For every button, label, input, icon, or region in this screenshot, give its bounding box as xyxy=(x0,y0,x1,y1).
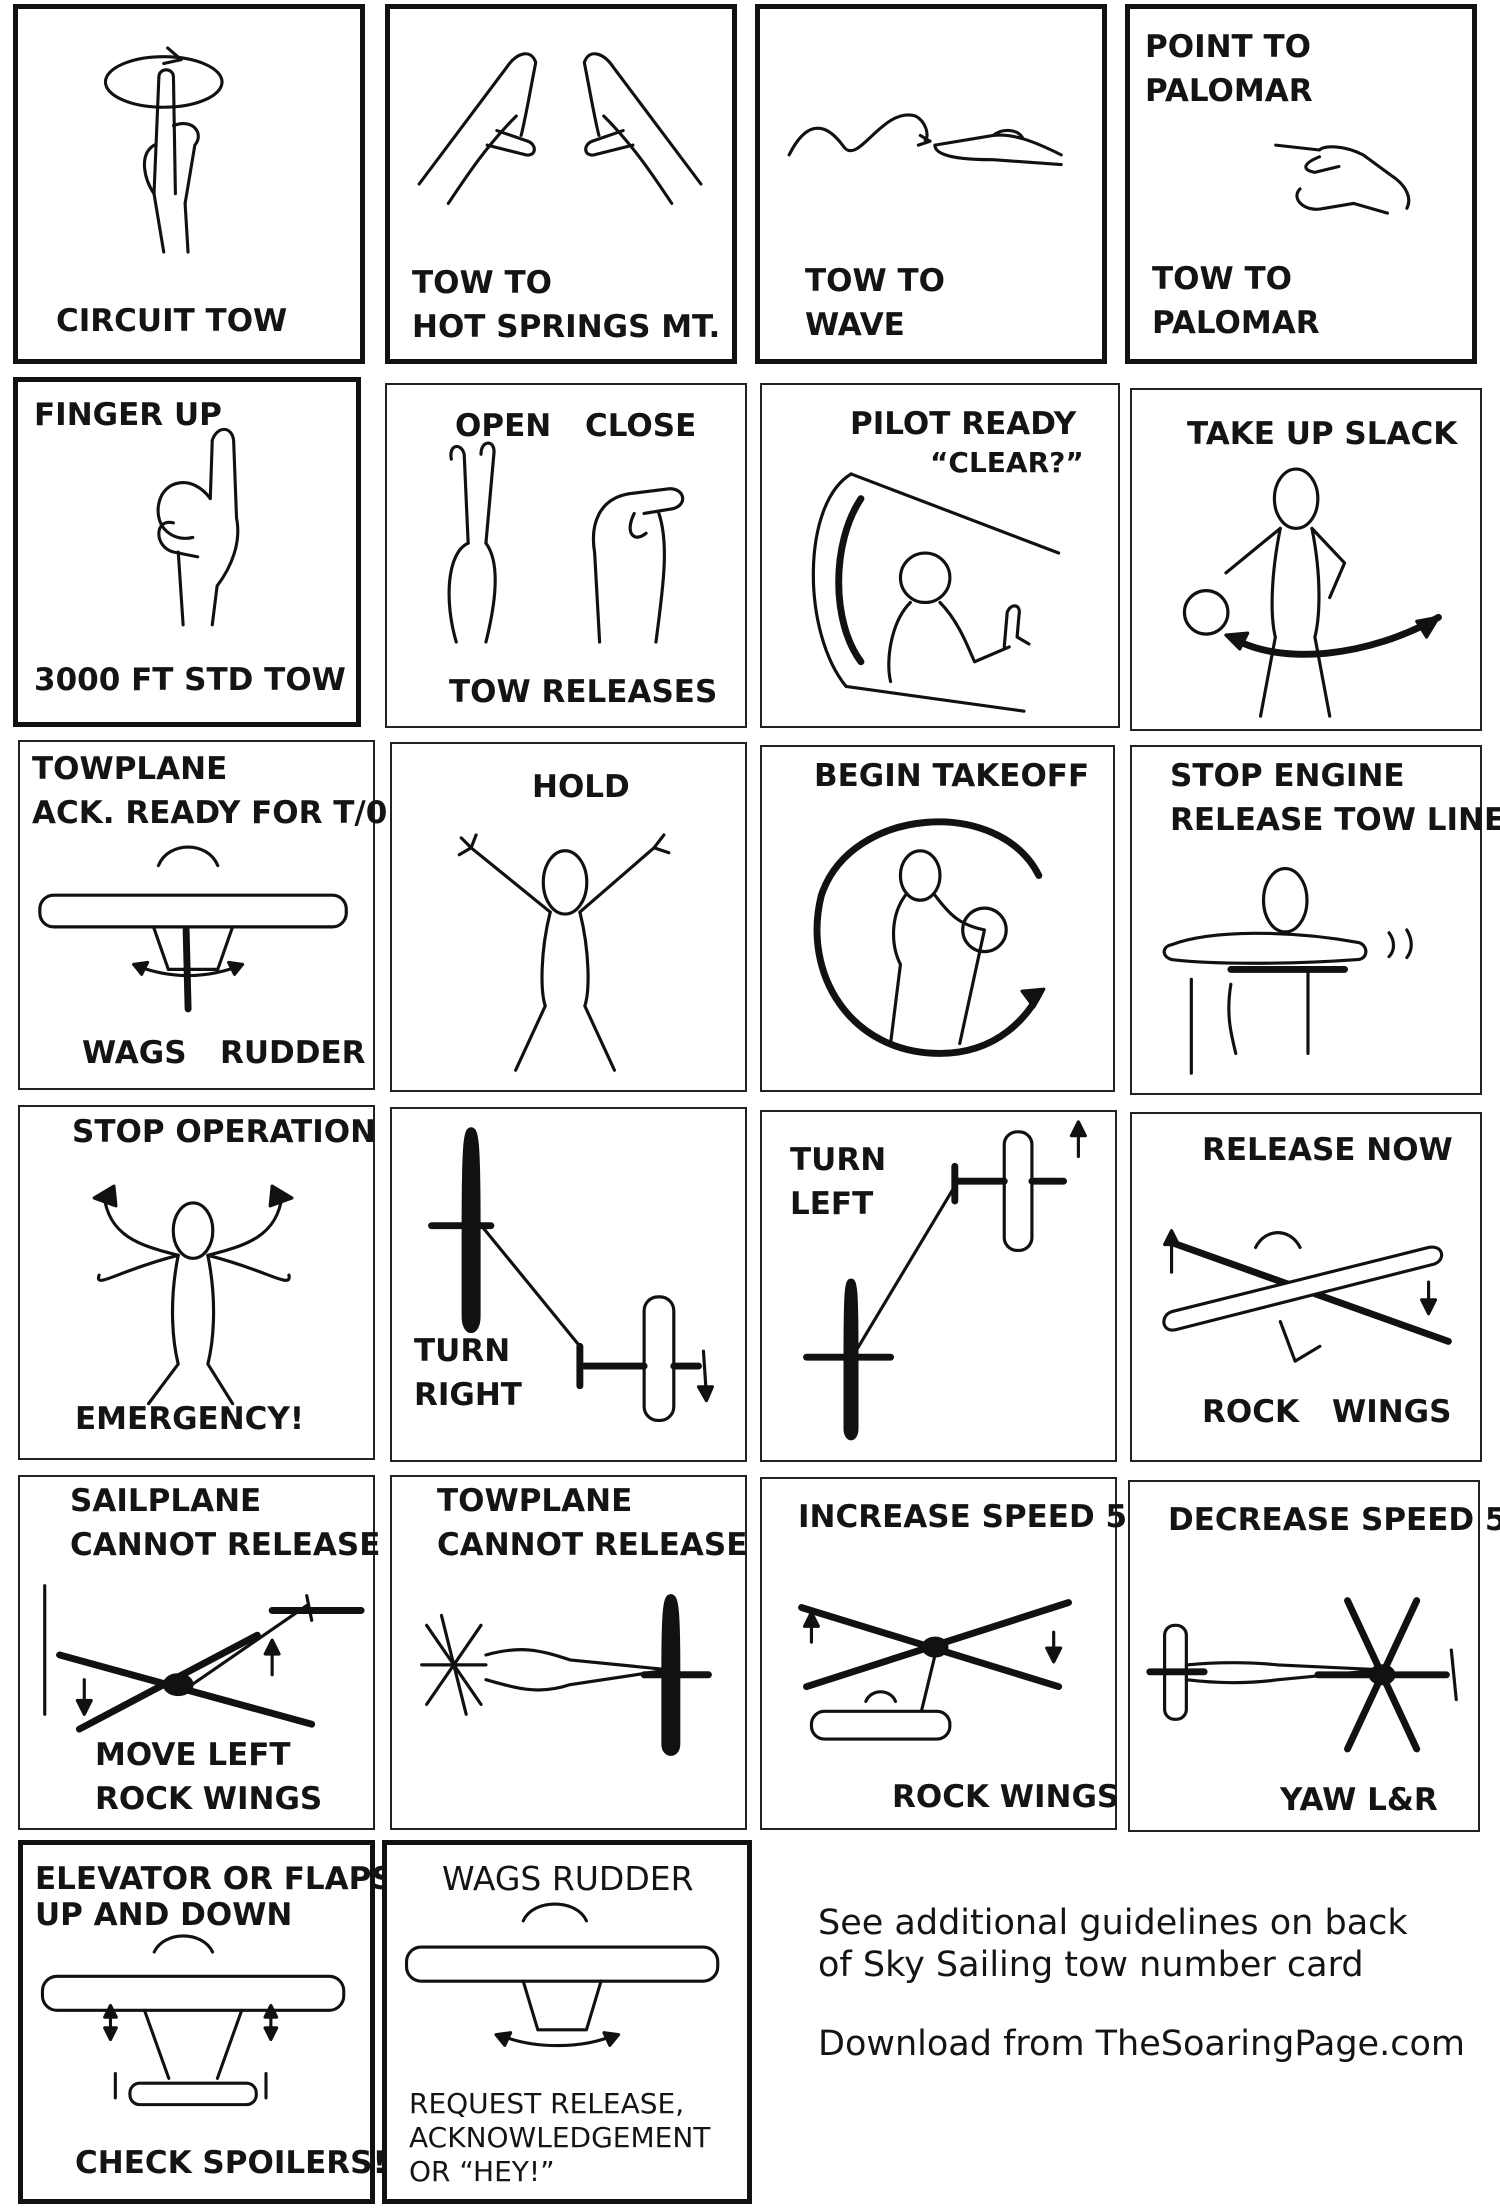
wave-hand-icon xyxy=(787,113,1063,167)
towplane-wags-rudder-icon xyxy=(38,845,348,1013)
cell-release-now: RELEASE NOW ROCK WINGS xyxy=(1130,1112,1482,1462)
hot-springs-label-2: HOT SPRINGS MT. xyxy=(412,309,721,345)
palomar-top-2: PALOMAR xyxy=(1145,73,1313,109)
elevator-flaps-title-1: ELEVATOR OR FLAPS xyxy=(35,1861,394,1897)
begin-takeoff-circle-icon xyxy=(813,818,1046,1057)
cell-tow-wave: TOW TO WAVE xyxy=(755,4,1107,364)
elevator-flaps-plane-icon xyxy=(40,1934,346,2107)
circuit-tow-finger-icon xyxy=(103,46,224,254)
turn-right-label-1: TURN xyxy=(414,1333,511,1369)
take-up-slack-title: TAKE UP SLACK xyxy=(1187,416,1458,452)
sailplane-cannot-title-2: CANNOT RELEASE xyxy=(70,1527,381,1563)
release-now-rock-wings-icon xyxy=(1162,1229,1452,1363)
decrease-speed-title: DECREASE SPEED 5 xyxy=(1168,1502,1500,1538)
cell-finger-up: FINGER UP 3000 FT STD TOW xyxy=(13,377,361,727)
sailplane-cannot-release-icon xyxy=(43,1584,365,1733)
open-close-hands-icon xyxy=(447,441,685,644)
finger-up-top: FINGER UP xyxy=(34,397,222,433)
towplane-cannot-title-2: CANNOT RELEASE xyxy=(437,1527,748,1563)
cell-turn-left: TURN LEFT xyxy=(760,1110,1117,1462)
sailplane-cannot-title-1: SAILPLANE xyxy=(70,1483,262,1519)
towplane-ack-bottom-2: RUDDER xyxy=(220,1035,366,1071)
cell-turn-right: TURN RIGHT xyxy=(390,1107,747,1462)
stop-engine-title-1: STOP ENGINE xyxy=(1170,758,1405,794)
take-up-slack-figure-icon xyxy=(1182,467,1442,718)
pilot-canopy-icon xyxy=(811,472,1061,713)
note-line-2: of Sky Sailing tow number card xyxy=(818,1945,1364,1985)
cell-circuit-tow: CIRCUIT TOW xyxy=(13,4,365,364)
cell-tow-releases: OPEN CLOSE TOW RELEASES xyxy=(385,383,747,728)
wave-label-1: TOW TO xyxy=(805,263,945,299)
palomar-top-1: POINT TO xyxy=(1145,29,1311,65)
towplane-ack-title-1: TOWPLANE xyxy=(32,751,228,787)
wags-rudder-title: WAGS RUDDER xyxy=(442,1859,694,1898)
decrease-speed-icon xyxy=(1146,1597,1458,1753)
increase-speed-title: INCREASE SPEED 5 xyxy=(798,1499,1128,1535)
cell-sailplane-cannot-release: SAILPLANE CANNOT RELEASE MOVE LEFT ROCK … xyxy=(18,1475,380,1830)
stop-operation-figure-icon xyxy=(92,1184,294,1406)
cell-take-up-slack: TAKE UP SLACK xyxy=(1130,388,1482,731)
towplane-ack-title-2: ACK. READY FOR T/0 xyxy=(32,795,388,831)
wave-label-2: WAVE xyxy=(805,307,905,343)
cell-begin-takeoff: BEGIN TAKEOFF xyxy=(760,745,1115,1092)
cell-stop-operation: STOP OPERATION EMERGENCY! xyxy=(18,1105,377,1460)
stop-operation-title: STOP OPERATION xyxy=(72,1114,377,1150)
tow-releases-label: TOW RELEASES xyxy=(449,674,718,710)
turn-right-planes-icon xyxy=(428,1127,714,1423)
hold-title: HOLD xyxy=(532,769,630,805)
cell-towplane-ack: TOWPLANE ACK. READY FOR T/0 WAGS RUDDER xyxy=(18,740,387,1090)
cell-towplane-cannot-release: TOWPLANE CANNOT RELEASE xyxy=(390,1475,747,1830)
pilot-ready-title: PILOT READY xyxy=(850,406,1077,442)
stop-operation-label: EMERGENCY! xyxy=(75,1401,304,1437)
palomar-label-2: PALOMAR xyxy=(1152,305,1320,341)
release-now-bottom-1: ROCK xyxy=(1202,1394,1299,1430)
sailplane-cannot-bottom-1: MOVE LEFT xyxy=(95,1737,291,1773)
turn-left-planes-icon xyxy=(803,1120,1087,1441)
cell-pilot-ready: PILOT READY “CLEAR?” xyxy=(760,383,1120,728)
wags-rudder-bottom-2: ACKNOWLEDGEMENT xyxy=(409,2121,711,2154)
cell-tow-hot-springs: TOW TO HOT SPRINGS MT. xyxy=(385,4,737,364)
hands-peak-icon xyxy=(417,52,703,205)
decrease-speed-bottom: YAW L&R xyxy=(1280,1782,1438,1818)
stop-engine-arm-icon xyxy=(1162,867,1413,1075)
hold-figure-icon xyxy=(457,833,671,1072)
towplane-ack-bottom-1: WAGS xyxy=(82,1035,187,1071)
increase-speed-icon xyxy=(798,1599,1072,1741)
cell-decrease-speed: DECREASE SPEED 5 YAW L&R xyxy=(1128,1480,1500,1832)
turn-left-label-1: TURN xyxy=(790,1142,887,1178)
palomar-label-1: TOW TO xyxy=(1152,261,1292,297)
cell-stop-engine: STOP ENGINE RELEASE TOW LINE xyxy=(1130,745,1500,1095)
note-download-line: Download from TheSoaringPage.com xyxy=(818,2024,1465,2064)
cell-hold: HOLD xyxy=(390,742,747,1092)
tow-releases-close: CLOSE xyxy=(585,408,697,444)
increase-speed-bottom: ROCK WINGS xyxy=(892,1779,1120,1815)
towplane-cannot-release-icon xyxy=(420,1594,712,1756)
circuit-tow-label: CIRCUIT TOW xyxy=(56,303,288,339)
note-line-1: See additional guidelines on back xyxy=(818,1903,1408,1943)
release-now-bottom-2: WINGS xyxy=(1332,1394,1452,1430)
tow-releases-open: OPEN xyxy=(455,408,552,444)
begin-takeoff-title: BEGIN TAKEOFF xyxy=(814,758,1090,794)
pointing-hand-icon xyxy=(1274,143,1411,215)
cell-increase-speed: INCREASE SPEED 5 ROCK WINGS xyxy=(760,1477,1127,1830)
cell-wags-rudder: WAGS RUDDER REQUEST RELEASE, ACKNOWLEDGE… xyxy=(382,1840,752,2204)
pilot-ready-sub: “CLEAR?” xyxy=(930,446,1084,479)
wags-rudder-bottom-3: OR “HEY!” xyxy=(409,2155,555,2188)
release-now-title: RELEASE NOW xyxy=(1202,1132,1453,1168)
cell-elevator-flaps: ELEVATOR OR FLAPS UP AND DOWN CHECK SPOI… xyxy=(18,1840,394,2204)
elevator-flaps-bottom: CHECK SPOILERS! xyxy=(75,2145,387,2181)
finger-up-hand-icon xyxy=(156,427,240,627)
towplane-cannot-title-1: TOWPLANE xyxy=(437,1483,633,1519)
cell-tow-palomar: POINT TO PALOMAR TOW TO PALOMAR xyxy=(1125,4,1477,364)
elevator-flaps-title-2: UP AND DOWN xyxy=(35,1897,293,1933)
hot-springs-label-1: TOW TO xyxy=(412,265,552,301)
wags-rudder-plane-icon xyxy=(404,1902,720,2048)
stop-engine-title-2: RELEASE TOW LINE xyxy=(1170,802,1500,838)
wags-rudder-bottom-1: REQUEST RELEASE, xyxy=(409,2087,685,2120)
turn-right-label-2: RIGHT xyxy=(414,1377,522,1413)
finger-up-label: 3000 FT STD TOW xyxy=(34,662,346,698)
sailplane-cannot-bottom-2: ROCK WINGS xyxy=(95,1781,323,1817)
turn-left-label-2: LEFT xyxy=(790,1186,874,1222)
